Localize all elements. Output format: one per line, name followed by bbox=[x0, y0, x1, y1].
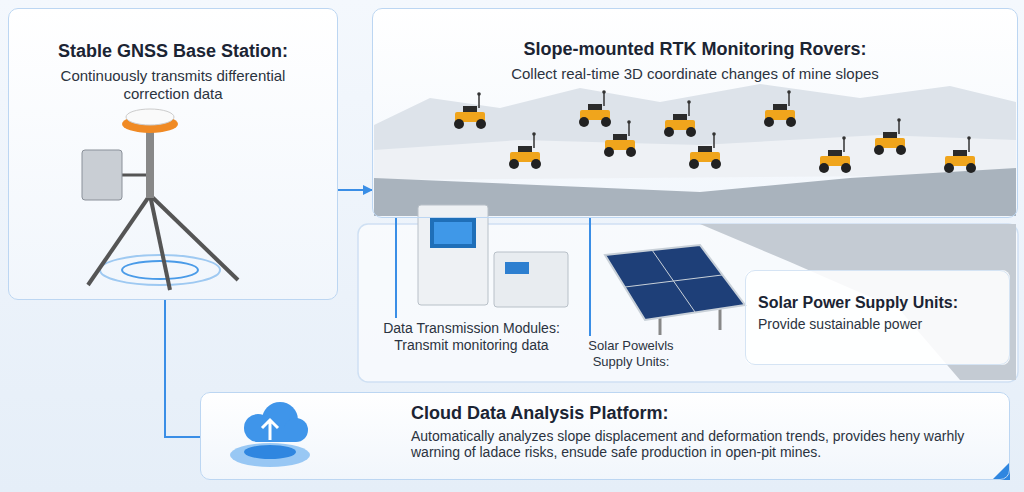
connector-line bbox=[338, 189, 372, 191]
panel-body: Provide sustainable power bbox=[758, 316, 997, 333]
transmission-cabinets bbox=[418, 205, 568, 307]
connector-line bbox=[395, 218, 397, 318]
rtk-rovers bbox=[454, 90, 976, 173]
corner-accent bbox=[992, 462, 1010, 480]
solar-panel bbox=[605, 245, 745, 335]
panel-heading: Solar Power Supply Units: bbox=[758, 293, 997, 312]
base-station-panel: Stable GNSS Base Station: Continuously tr… bbox=[8, 8, 338, 300]
caption-heading: Data Transmission Modules: bbox=[378, 320, 565, 337]
panel-heading: Slope-mounted RTK Monitoring Rovers: bbox=[385, 39, 1005, 61]
panel-body: Collect real-time 3D coordinate changes … bbox=[385, 65, 1005, 83]
connector-line bbox=[589, 218, 591, 336]
solar-caption: Solar Powelvls Supply Units: bbox=[575, 336, 687, 376]
panel-heading: Stable GNSS Base Station: bbox=[21, 41, 325, 63]
cloud-platform-panel: Cloud Data Analysis Platform: Automatical… bbox=[200, 392, 1010, 480]
panel-body: Continuously transmits differential corr… bbox=[58, 67, 288, 103]
panel-backgrounds bbox=[8, 8, 1018, 480]
gnss-tripod bbox=[82, 109, 238, 290]
caption-body: Transmit monitoring data bbox=[378, 337, 565, 354]
panel-body: Automatically analyzes slope displacemen… bbox=[411, 428, 993, 462]
panel-heading: Cloud Data Analysis Platform: bbox=[411, 403, 993, 425]
cloud-icon bbox=[230, 402, 310, 467]
mine-slope bbox=[374, 84, 1016, 380]
connector-line bbox=[165, 300, 200, 437]
module-caption: Data Transmission Modules:Transmit monit… bbox=[374, 318, 569, 360]
caption-heading: Solar Powelvls Supply Units: bbox=[577, 338, 685, 369]
rovers-panel: Slope-mounted RTK Monitoring Rovers: Coll… bbox=[372, 8, 1018, 218]
solar-panel-box: Solar Power Supply Units: Provide sustain… bbox=[745, 270, 1010, 365]
